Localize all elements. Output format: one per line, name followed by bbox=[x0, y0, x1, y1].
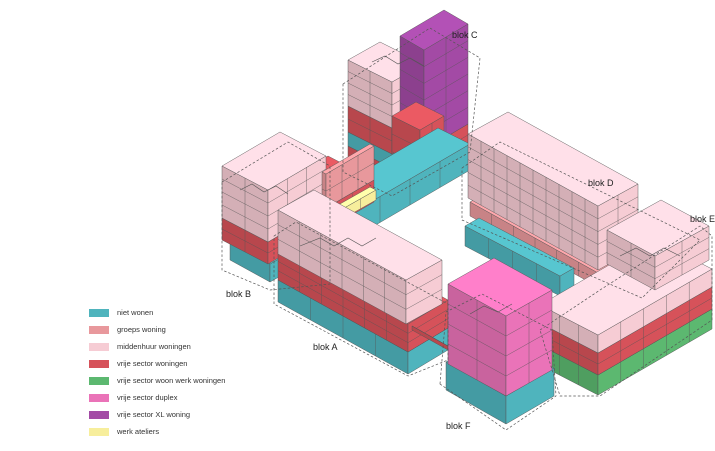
blok-d-middenhuur-floor-line bbox=[597, 196, 639, 219]
blok-e-middenhuur-top-floor-line bbox=[654, 237, 710, 268]
legend: niet wonen groeps woning middenhuur woni… bbox=[89, 304, 225, 440]
legend-swatch bbox=[89, 359, 109, 368]
blok-c-xl-tower-floor-line bbox=[423, 40, 469, 67]
legend-swatch bbox=[89, 342, 109, 351]
building-volumes bbox=[221, 9, 713, 425]
blok-f-duplex-floor-line bbox=[505, 309, 553, 337]
blok-e-middenhuur-top-floor-line bbox=[654, 248, 710, 279]
blok-b-roof-pattern bbox=[239, 183, 289, 195]
blok-f-duplex-floor-line bbox=[505, 349, 553, 377]
blok-d-middenhuur-floor-line bbox=[467, 172, 599, 245]
blok-f-duplex-floor-line bbox=[447, 323, 507, 357]
legend-swatch bbox=[89, 308, 109, 317]
blok-c-xl-tower-floor-line bbox=[423, 73, 469, 101]
blok-b-vrije-floor-line bbox=[221, 228, 269, 254]
blok-c-xl-tower-floor-line bbox=[399, 85, 425, 101]
legend-label: groeps woning bbox=[117, 325, 166, 334]
legend-label: vrije sector woningen bbox=[117, 359, 188, 368]
block-label-b: blok B bbox=[226, 289, 251, 299]
blok-a-middenhuur-floor-line bbox=[405, 289, 443, 310]
blok-b-middenhuur-floor-line bbox=[267, 181, 327, 217]
blok-f-outline bbox=[439, 293, 557, 431]
legend-swatch bbox=[89, 325, 109, 334]
blok-d-plinth bbox=[464, 217, 575, 297]
legend-label: vrije sector duplex bbox=[117, 393, 178, 402]
block-label-e: blok E bbox=[690, 214, 715, 224]
blok-c-floor-middenhuur-floor-line bbox=[347, 71, 393, 94]
block-label-d: blok D bbox=[588, 178, 614, 188]
blok-e-outline bbox=[539, 225, 713, 397]
blok-d-middenhuur-floor-line bbox=[467, 146, 599, 219]
block-labels: blok C blok D blok E blok B blok A blok … bbox=[226, 30, 715, 431]
legend-swatch bbox=[89, 427, 109, 436]
legend-label: vrije sector woon werk woningen bbox=[117, 376, 226, 385]
legend-swatch bbox=[89, 376, 109, 385]
blok-b-middenhuur-floor-line bbox=[221, 178, 269, 204]
legend-label: middenhuur woningen bbox=[117, 342, 191, 351]
blok-e-middenhuur-top-floor-line bbox=[606, 252, 656, 279]
blok-a-vrije-floor-line bbox=[277, 270, 409, 343]
legend-label: vrije sector XL woning bbox=[117, 410, 191, 419]
blok-c-xl-tower-top-face bbox=[399, 9, 469, 51]
blok-b-groeps bbox=[321, 143, 375, 209]
legend-label: werk ateliers bbox=[117, 427, 160, 436]
legend-item-niet-wonen: niet wonen bbox=[89, 304, 225, 321]
blok-a-middenhuur-floor-line bbox=[277, 224, 407, 295]
blok-b-outline bbox=[221, 141, 331, 291]
blok-b-groeps-floor-line bbox=[321, 188, 327, 192]
legend-item-middenhuur: middenhuur woningen bbox=[89, 338, 225, 355]
blok-f-duplex bbox=[447, 257, 553, 397]
blok-a-middenhuur bbox=[277, 189, 443, 325]
legend-item-vrije-sector: vrije sector woningen bbox=[89, 355, 225, 372]
blok-a-vrije-floor-line bbox=[277, 261, 409, 334]
blok-a-end-cap-top-face bbox=[411, 325, 449, 347]
blok-f-duplex-floor-line bbox=[505, 329, 553, 357]
blok-f-roof-pattern bbox=[469, 303, 513, 315]
block-label-a: blok A bbox=[313, 342, 338, 352]
blok-d-middenhuur-floor-line bbox=[597, 209, 639, 232]
blok-a-roof-pattern bbox=[299, 237, 377, 247]
blok-a-vrije-floor-line bbox=[407, 318, 449, 343]
legend-item-duplex: vrije sector duplex bbox=[89, 389, 225, 406]
legend-swatch bbox=[89, 393, 109, 402]
blok-d-middenhuur-floor-line bbox=[467, 185, 599, 258]
blok-b-middenhuur-floor-line bbox=[221, 204, 269, 230]
blok-c-xl-tower-floor-line bbox=[423, 57, 469, 84]
blok-f-duplex-top-face bbox=[447, 257, 553, 317]
legend-item-woon-werk: vrije sector woon werk woningen bbox=[89, 372, 225, 389]
legend-swatch bbox=[89, 410, 109, 419]
blok-a-middenhuur-floor-line bbox=[277, 239, 407, 310]
blok-c-floor-middenhuur-floor-line bbox=[347, 82, 393, 106]
legend-item-groeps-woning: groeps woning bbox=[89, 321, 225, 338]
blok-c-vrije-side-top-face bbox=[391, 101, 445, 131]
block-label-f: blok F bbox=[446, 421, 471, 431]
blok-d-middenhuur-top-face bbox=[467, 111, 639, 207]
blok-c-xl-tower-floor-line bbox=[399, 69, 425, 84]
blok-e-roof-pattern bbox=[619, 247, 681, 257]
blok-f-duplex-floor-line bbox=[447, 303, 507, 337]
blok-c-roof-pattern bbox=[371, 55, 425, 67]
blok-e-middenhuur-top-floor-line bbox=[606, 241, 656, 268]
block-outlines bbox=[221, 27, 713, 431]
block-label-c: blok C bbox=[452, 30, 478, 40]
blok-c-floor-vrije-floor-line bbox=[347, 118, 393, 142]
blok-d-plinth-top-face bbox=[464, 217, 575, 277]
blok-e-middenhuur-top-top-face bbox=[606, 199, 710, 257]
blok-f-duplex-floor-line bbox=[447, 343, 507, 377]
blok-a-middenhuur-floor-line bbox=[405, 274, 443, 295]
legend-item-xl: vrije sector XL woning bbox=[89, 406, 225, 423]
blok-b-groeps-floor-line bbox=[325, 162, 375, 192]
blok-d-outline bbox=[461, 141, 701, 299]
legend-label: niet wonen bbox=[117, 308, 154, 317]
blok-b-middenhuur-floor-line bbox=[221, 191, 269, 217]
blok-c-xl-tower-floor-line bbox=[399, 52, 425, 67]
blok-d-middenhuur-floor-line bbox=[467, 159, 599, 232]
legend-item-ateliers: werk ateliers bbox=[89, 423, 225, 440]
blok-e-vrije-floor-line bbox=[597, 297, 713, 365]
blok-c-floor-middenhuur-floor-line bbox=[347, 94, 393, 117]
blok-b-middenhuur-floor-line bbox=[267, 168, 327, 204]
